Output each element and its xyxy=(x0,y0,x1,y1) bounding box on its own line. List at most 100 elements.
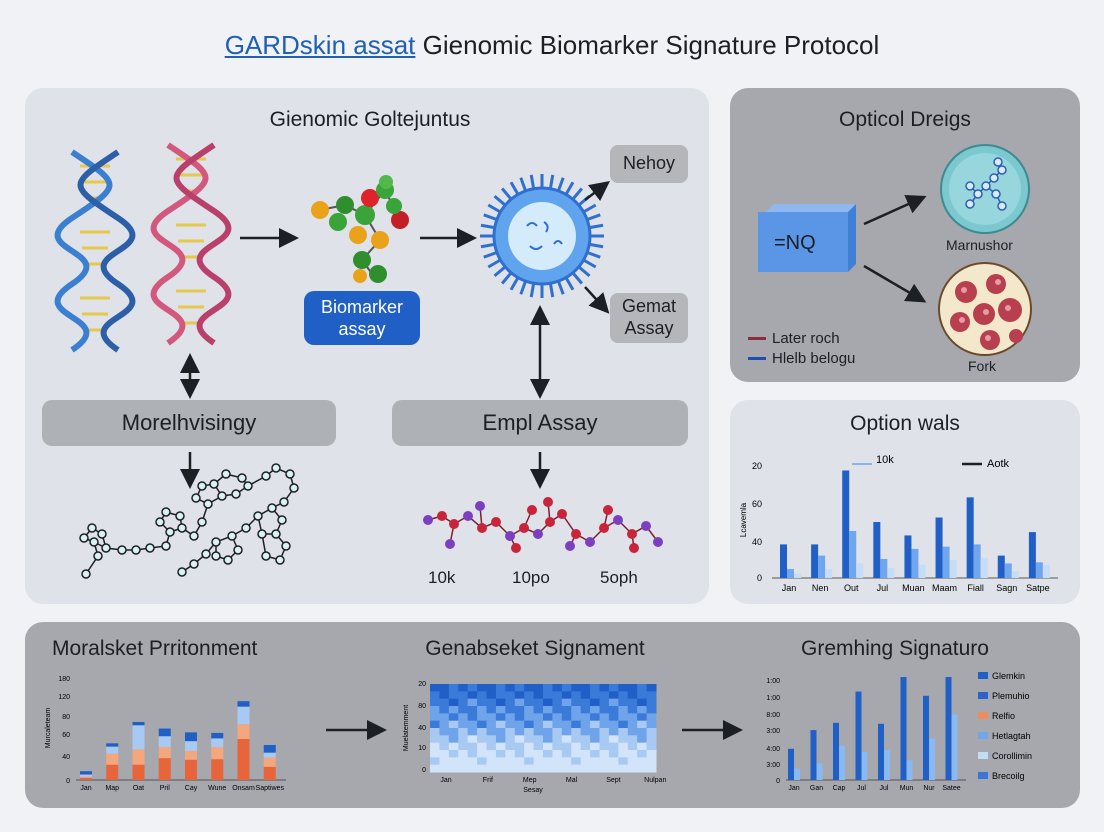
bar xyxy=(951,714,958,780)
heatmap-cell xyxy=(637,764,648,773)
heatmap-cell xyxy=(486,728,497,736)
bar xyxy=(906,760,913,780)
heatmap-cell xyxy=(571,757,582,766)
heatmap-cell xyxy=(467,750,478,758)
empl-assay-box[interactable]: Empl Assay xyxy=(392,400,688,446)
heatmap-cell xyxy=(580,764,591,773)
heatmap-cell xyxy=(599,757,610,766)
optical-panel-title: Opticol Dreigs xyxy=(839,108,971,131)
heatmap-cell xyxy=(543,742,553,751)
biomarker-assay-button[interactable]: Biomarker assay xyxy=(304,291,420,345)
heatmap-cell xyxy=(477,713,487,722)
heatmap-cell xyxy=(486,713,497,722)
legend-swatch-1 xyxy=(748,337,766,340)
heatmap-cell xyxy=(646,698,657,707)
heatmap-cell xyxy=(637,728,648,736)
heatmap-cell xyxy=(580,742,591,751)
heatmap-cell xyxy=(458,713,469,722)
heatmap-cell xyxy=(448,757,459,766)
heatmap-cell xyxy=(571,720,582,729)
heatmap-cell xyxy=(552,757,563,766)
stacked-bar-segment xyxy=(237,701,250,707)
heatmap-cell xyxy=(467,764,478,773)
heatmap-cell xyxy=(430,684,440,692)
heatmap-cell xyxy=(543,691,553,700)
heatmap-cell xyxy=(618,684,629,692)
heatmap-cell xyxy=(505,691,516,700)
heatmap-cell xyxy=(486,764,497,773)
x-axis-label: Sesay xyxy=(523,787,543,794)
heatmap-cell xyxy=(495,750,506,758)
x-tick-label: Onsam xyxy=(232,785,255,792)
gemat-assay-box[interactable]: Gemat Assay xyxy=(610,293,688,343)
heatmap-cell xyxy=(561,735,572,744)
x-tick-label: Muan xyxy=(902,583,925,593)
nq-label: =NQ xyxy=(774,232,816,254)
legend-label-2: Hlelb belogu xyxy=(772,350,856,367)
heatmap-cell xyxy=(495,742,506,751)
bar xyxy=(861,751,868,780)
morelhvisingy-box[interactable]: Morelhvisingy xyxy=(42,400,336,446)
x-tick-label: Maam xyxy=(932,583,957,593)
heatmap-cell xyxy=(477,698,487,707)
heatmap-cell xyxy=(637,713,648,722)
heatmap-cell xyxy=(439,750,450,758)
stacked-bar-segment xyxy=(211,759,224,780)
heatmap-cell xyxy=(495,684,506,692)
bar xyxy=(849,530,857,578)
bar xyxy=(887,567,895,578)
heatmap-cell xyxy=(486,742,497,751)
bar xyxy=(856,563,864,578)
heatmap-cell xyxy=(608,728,619,736)
heatmap-cell xyxy=(477,720,487,729)
heatmap-cell xyxy=(571,764,582,773)
heatmap-cell xyxy=(571,742,582,751)
biomarker-label-line1: Biomarker xyxy=(320,296,404,317)
heatmap-cell xyxy=(543,713,553,722)
heatmap-cell xyxy=(590,757,600,766)
heatmap-cell xyxy=(533,691,544,700)
title-link[interactable]: GARDskin assat xyxy=(224,30,416,60)
heatmap-cell xyxy=(627,742,638,751)
heatmap-cell xyxy=(467,691,478,700)
heatmap-cell xyxy=(618,713,629,722)
peptide-chain-icon xyxy=(423,497,663,553)
heatmap-cell xyxy=(430,706,440,714)
bar xyxy=(945,677,952,780)
heatmap-cell xyxy=(458,742,469,751)
heatmap-cell xyxy=(637,698,648,707)
heatmap-cell xyxy=(458,764,469,773)
y-tick-label: 40 xyxy=(62,754,70,761)
heatmap-cell xyxy=(477,764,487,773)
y-tick-label: 8:00 xyxy=(766,712,780,719)
x-tick-label: Nulpan xyxy=(644,777,666,784)
nehoy-box[interactable]: Nehoy xyxy=(610,145,688,183)
heatmap-cell xyxy=(571,691,582,700)
heatmap-cell xyxy=(467,735,478,744)
heatmap-cell xyxy=(608,698,619,707)
heatmap-cell xyxy=(590,728,600,736)
y-tick-label: 1:00 xyxy=(766,695,780,702)
heatmap-cell xyxy=(448,720,459,729)
heatmap-cell xyxy=(448,713,459,722)
heatmap-cell xyxy=(448,691,459,700)
heatmap-cell xyxy=(486,757,497,766)
heatmap-cell xyxy=(561,764,572,773)
heatmap-cell xyxy=(561,720,572,729)
legend-swatch xyxy=(978,672,988,679)
stacked-bar-segment xyxy=(237,706,250,725)
heatmap-cell xyxy=(552,706,563,714)
x-tick-label: Frif xyxy=(483,777,493,784)
heatmap-cell xyxy=(439,684,450,692)
heatmap-cell xyxy=(590,706,600,714)
legend-label-1: Later roch xyxy=(772,330,840,347)
heatmap-cell xyxy=(599,684,610,692)
bar xyxy=(918,564,926,578)
heatmap-cell xyxy=(430,764,440,773)
bar xyxy=(935,517,943,578)
heatmap-cell xyxy=(590,764,600,773)
heatmap-cell xyxy=(590,684,600,692)
heatmap-cell xyxy=(561,757,572,766)
